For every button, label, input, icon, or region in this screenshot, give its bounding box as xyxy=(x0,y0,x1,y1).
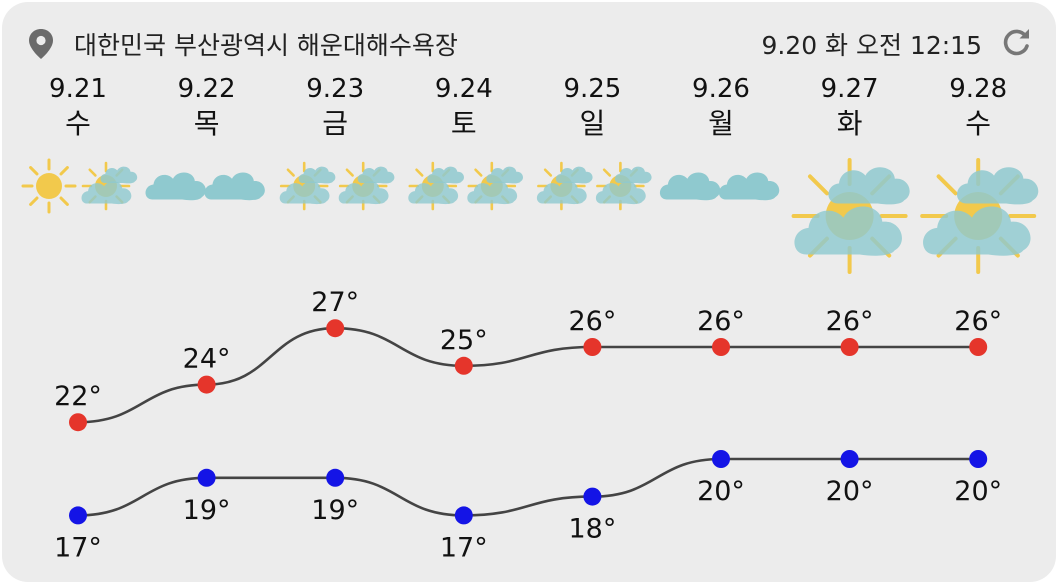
low-temperature-point xyxy=(583,487,602,506)
low-temperature-point xyxy=(712,450,730,468)
low-temperature-label: 20° xyxy=(826,476,874,507)
high-temperature-label: 26° xyxy=(826,306,874,337)
low-temperature-point xyxy=(454,506,473,525)
low-temperature-point xyxy=(197,468,216,487)
partly-cloudy-icon xyxy=(279,161,336,211)
cloud-icon xyxy=(659,172,721,201)
day-date: 9.22 xyxy=(177,74,236,104)
high-temperature-label: 22° xyxy=(54,381,102,412)
widget-header: 대한민국 부산광역시 해운대해수욕장 9.20 화 오전 12:15 xyxy=(2,2,1056,82)
high-temperature-point xyxy=(454,356,473,375)
day-of-week: 일 xyxy=(579,107,606,140)
cloud-icon xyxy=(145,172,206,201)
high-temperature-point xyxy=(69,413,87,432)
partly-cloudy-icon xyxy=(467,161,523,211)
high-temperature-label: 26° xyxy=(568,306,616,337)
day-of-week: 목 xyxy=(193,107,220,140)
day-date: 9.28 xyxy=(949,74,1008,104)
day-of-week: 수 xyxy=(65,107,91,140)
low-temperature-point xyxy=(326,468,345,487)
partly-cloudy-icon xyxy=(338,161,395,211)
cloud-icon xyxy=(204,172,265,201)
day-date: 9.23 xyxy=(306,74,365,104)
day-of-week: 화 xyxy=(836,107,863,140)
refresh-icon[interactable] xyxy=(998,24,1034,60)
cloud-icon xyxy=(718,172,780,201)
partly-cloudy-icon xyxy=(595,161,652,211)
day-date: 9.26 xyxy=(692,74,750,104)
partly-cloudy-large-icon xyxy=(920,158,1039,274)
day-of-week: 토 xyxy=(450,107,477,140)
day-date: 9.24 xyxy=(434,74,493,104)
low-temperature-point xyxy=(840,450,859,468)
high-temperature-line xyxy=(77,326,979,424)
low-temperature-label: 17° xyxy=(440,532,488,563)
high-temperature-label: 26° xyxy=(954,306,1002,337)
day-date: 9.27 xyxy=(820,74,879,104)
high-temperature-label: 26° xyxy=(697,306,745,337)
low-temperature-label: 18° xyxy=(568,514,616,545)
day-date: 9.21 xyxy=(49,74,107,104)
partly-cloudy-icon xyxy=(81,161,138,211)
high-temperature-point xyxy=(840,338,859,356)
low-temperature-point xyxy=(69,506,87,525)
high-temperature-point xyxy=(969,338,988,356)
day-of-week: 수 xyxy=(965,107,992,140)
low-temperature-label: 17° xyxy=(54,532,102,563)
high-temperature-label: 24° xyxy=(183,344,231,375)
high-temperature-point xyxy=(197,375,216,394)
day-of-week: 월 xyxy=(708,107,734,140)
updated-datetime: 9.20 화 오전 12:15 xyxy=(761,31,982,60)
high-temperature-point xyxy=(712,338,730,356)
high-temperature-label: 25° xyxy=(440,325,488,356)
high-temperature-point xyxy=(583,338,602,356)
low-temperature-label: 19° xyxy=(311,495,359,526)
partly-cloudy-icon xyxy=(408,161,464,211)
low-temperature-label: 20° xyxy=(954,476,1002,507)
high-temperature-label: 27° xyxy=(311,287,359,318)
day-date: 9.25 xyxy=(563,74,622,104)
partly-cloudy-icon xyxy=(536,161,593,211)
low-temperature-label: 20° xyxy=(697,476,745,507)
location-name: 대한민국 부산광역시 해운대해수욕장 xyxy=(74,31,458,60)
low-temperature-label: 19° xyxy=(183,495,231,526)
sun-icon xyxy=(21,158,77,214)
low-temperature-point xyxy=(969,450,988,468)
location-pin-icon xyxy=(29,29,53,59)
low-temperature-line xyxy=(77,457,979,517)
partly-cloudy-large-icon xyxy=(791,158,910,274)
day-of-week: 금 xyxy=(322,107,349,140)
high-temperature-point xyxy=(326,319,345,338)
